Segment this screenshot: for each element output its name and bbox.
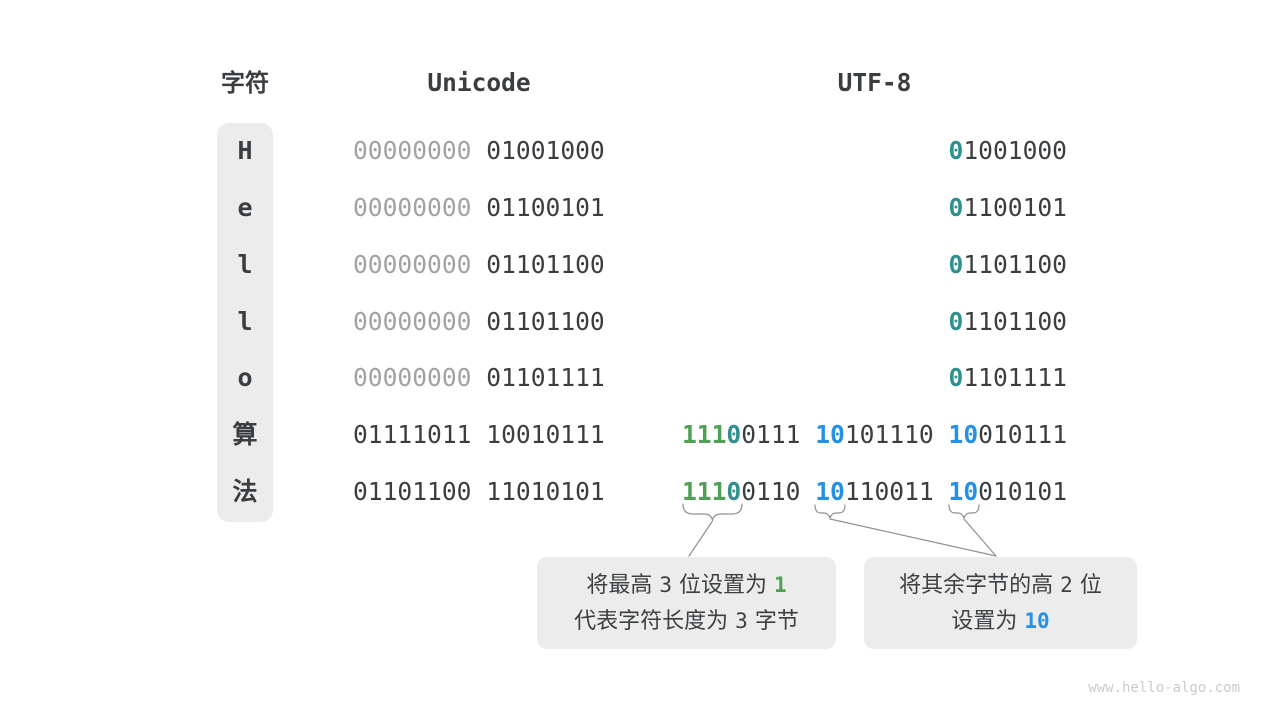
bit-segment: 01101111 bbox=[486, 363, 605, 392]
bit-segment: 0111 bbox=[741, 420, 816, 449]
bit-segment: 3 bbox=[659, 573, 672, 597]
unicode-bits: 00000000 01101111 bbox=[353, 364, 605, 392]
bit-segment: 010101 bbox=[978, 477, 1067, 506]
connector-line-cont-3 bbox=[963, 518, 997, 557]
watermark: www.hello-algo.com bbox=[1088, 680, 1240, 696]
character-cell: e bbox=[237, 193, 253, 222]
unicode-bits: 01101100 11010101 bbox=[353, 478, 605, 506]
bit-segment: 0 bbox=[948, 136, 964, 165]
utf8-bits: 01101100 bbox=[949, 251, 1067, 279]
utf8-bits: 01100101 bbox=[949, 194, 1067, 222]
bit-segment: 设置为 bbox=[951, 609, 1025, 634]
bit-segment: 10 bbox=[948, 477, 979, 506]
bit-segment: 00000000 bbox=[353, 363, 472, 392]
unicode-bits: 00000000 01001000 bbox=[353, 137, 605, 165]
bit-segment: 111 bbox=[681, 420, 727, 449]
bit-segment: 00000000 bbox=[353, 307, 472, 336]
bit-segment: 代表字符长度为 bbox=[574, 609, 736, 634]
bit-segment bbox=[471, 307, 486, 336]
bit-segment: 0 bbox=[726, 420, 742, 449]
bit-segment: 0 bbox=[726, 477, 742, 506]
bit-segment bbox=[471, 193, 486, 222]
bit-segment: 1101100 bbox=[963, 250, 1067, 279]
bit-segment: 将其余字节的高 bbox=[899, 573, 1061, 598]
callout-continuation-bits: 将其余字节的高 2 位设置为 10 bbox=[864, 557, 1137, 649]
bit-segment: 00000000 bbox=[353, 136, 472, 165]
callout-text-line: 代表字符长度为 3 字节 bbox=[537, 603, 836, 639]
character-cell: 算 bbox=[232, 420, 258, 449]
unicode-bits: 00000000 01101100 bbox=[353, 308, 605, 336]
bit-segment: 00000000 bbox=[353, 250, 472, 279]
character-cell: l bbox=[237, 250, 253, 279]
utf8-bits: 11100111 10101110 10010111 bbox=[682, 421, 1067, 449]
callout-text-line: 将其余字节的高 2 位 bbox=[864, 567, 1137, 603]
connector-line-leading bbox=[688, 520, 714, 557]
character-column-background bbox=[217, 123, 273, 522]
bit-segment: 110011 bbox=[844, 477, 949, 506]
bit-segment: 01101100 bbox=[486, 307, 605, 336]
bit-segment: 01111011 10010111 bbox=[353, 420, 605, 449]
bit-segment: 0 bbox=[948, 363, 964, 392]
callout-text-line: 设置为 10 bbox=[864, 603, 1137, 639]
unicode-bits: 00000000 01101100 bbox=[353, 251, 605, 279]
bit-segment: 1100101 bbox=[963, 193, 1067, 222]
character-cell: o bbox=[237, 363, 253, 392]
column-header-unicode: Unicode bbox=[427, 68, 531, 97]
utf8-bits: 01101100 bbox=[949, 308, 1067, 336]
bit-segment: 1001000 bbox=[963, 136, 1067, 165]
underbrace-continuation-byte-2 bbox=[814, 504, 846, 519]
bit-segment: 10 bbox=[815, 477, 845, 506]
utf8-bits: 11100110 10110011 10010101 bbox=[682, 478, 1067, 506]
bit-segment: 将最高 bbox=[586, 573, 660, 598]
bit-segment: 0110 bbox=[741, 477, 816, 506]
utf8-bits: 01001000 bbox=[949, 137, 1067, 165]
bit-segment bbox=[471, 136, 486, 165]
column-header-utf8: UTF-8 bbox=[837, 68, 912, 97]
connector-line-cont-2 bbox=[829, 518, 997, 557]
column-header-character: 字符 bbox=[221, 69, 269, 97]
underbrace-continuation-byte-3 bbox=[948, 504, 980, 519]
bit-segment bbox=[471, 363, 486, 392]
utf8-bits: 01101111 bbox=[949, 364, 1067, 392]
bit-segment: 00000000 bbox=[353, 193, 472, 222]
bit-segment: 1 bbox=[774, 573, 787, 597]
bit-segment: 0 bbox=[948, 193, 964, 222]
bit-segment bbox=[471, 250, 486, 279]
character-cell: 法 bbox=[232, 477, 258, 506]
bit-segment: 0 bbox=[948, 307, 964, 336]
underbrace-leading-bits bbox=[682, 503, 743, 521]
bit-segment: 01101100 11010101 bbox=[353, 477, 605, 506]
bit-segment: 10 bbox=[1024, 609, 1050, 633]
bit-segment: 10 bbox=[948, 420, 979, 449]
bit-segment: 3 bbox=[735, 609, 748, 633]
bit-segment: 字节 bbox=[747, 609, 799, 634]
bit-segment: 010111 bbox=[978, 420, 1067, 449]
bit-segment: 2 bbox=[1060, 573, 1073, 597]
bit-segment: 01100101 bbox=[486, 193, 605, 222]
bit-segment: 1101100 bbox=[963, 307, 1067, 336]
bit-segment: 01001000 bbox=[486, 136, 605, 165]
bit-segment: 101110 bbox=[844, 420, 949, 449]
unicode-bits: 01111011 10010111 bbox=[353, 421, 605, 449]
bit-segment: 01101100 bbox=[486, 250, 605, 279]
callout-text-line: 将最高 3 位设置为 1 bbox=[537, 567, 836, 603]
bit-segment: 111 bbox=[681, 477, 727, 506]
bit-segment: 0 bbox=[948, 250, 964, 279]
unicode-bits: 00000000 01100101 bbox=[353, 194, 605, 222]
bit-segment: 10 bbox=[815, 420, 845, 449]
character-cell: H bbox=[237, 136, 253, 165]
bit-segment: 位设置为 bbox=[672, 573, 774, 598]
bit-segment: 位 bbox=[1072, 573, 1102, 598]
bit-segment: 1101111 bbox=[963, 363, 1067, 392]
character-cell: l bbox=[237, 307, 253, 336]
